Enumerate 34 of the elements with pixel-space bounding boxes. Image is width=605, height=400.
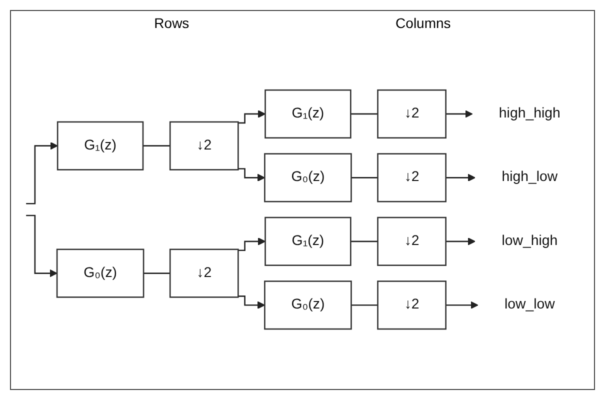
node-box: G₁(z) (264, 217, 352, 266)
arrow (238, 110, 266, 124)
node-text: high_high (498, 106, 560, 122)
arrow (446, 174, 476, 182)
arrow (238, 296, 266, 310)
node-box: G₁(z) (56, 122, 144, 171)
node-text: low_low (504, 298, 555, 313)
node-box: ↓2 (377, 154, 446, 203)
arrow (26, 142, 58, 205)
arrow (238, 168, 266, 182)
connector (351, 177, 378, 179)
connector (143, 146, 170, 147)
node-text: high_low (502, 170, 558, 186)
arrow (238, 238, 266, 252)
node-box: ↓2 (169, 249, 239, 298)
node-text: low_high (502, 234, 558, 249)
node-box: G₀(z) (56, 249, 144, 298)
connector (144, 273, 170, 274)
section-heading: Columns (396, 15, 451, 31)
arrow (446, 238, 476, 246)
node-box: ↓2 (377, 90, 446, 139)
section-heading: Rows (154, 15, 190, 31)
node-box: G₁(z) (264, 90, 352, 139)
connector (351, 304, 378, 306)
connector (350, 114, 378, 116)
node-box: G₀(z) (264, 154, 352, 203)
node-box: ↓2 (377, 281, 446, 330)
arrow (446, 110, 473, 118)
connector (350, 241, 378, 243)
arrow (26, 215, 58, 278)
arrow (446, 302, 478, 310)
node-box: ↓2 (377, 217, 446, 266)
node-box: ↓2 (169, 122, 239, 171)
node-box: G₀(z) (264, 281, 352, 330)
